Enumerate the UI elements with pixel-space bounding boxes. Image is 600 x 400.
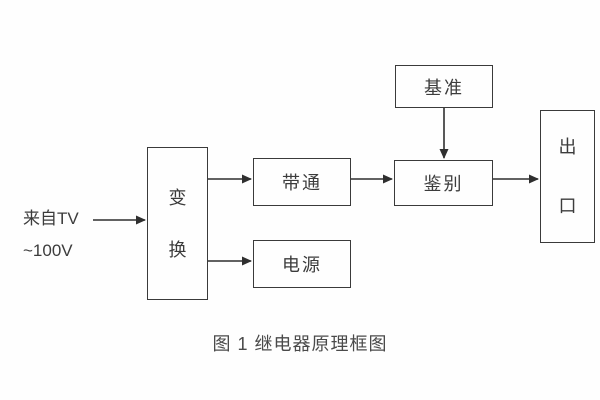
- block-transform-char1: 变: [168, 187, 187, 208]
- figure-caption: 图 1 继电器原理框图: [212, 334, 388, 354]
- block-transform-char2: 换: [168, 239, 187, 260]
- block-outlet-char2: 口: [558, 196, 577, 216]
- block-power: 电源: [253, 240, 351, 288]
- block-bandpass-label: 带通: [282, 173, 322, 193]
- block-discriminator: 鉴别: [394, 160, 493, 206]
- block-outlet-char1: 出: [558, 137, 577, 157]
- source-label-voltage: ~100V: [23, 241, 73, 260]
- block-reference-label: 基准: [424, 77, 464, 98]
- block-discriminator-label: 鉴别: [423, 174, 464, 194]
- block-reference: 基准: [395, 65, 493, 108]
- block-bandpass: 带通: [253, 158, 351, 206]
- source-label-tv: 来自TV: [23, 209, 79, 228]
- block-transform: 变 换: [147, 147, 208, 300]
- block-outlet: 出 口: [540, 110, 595, 243]
- block-power-label: 电源: [282, 255, 322, 275]
